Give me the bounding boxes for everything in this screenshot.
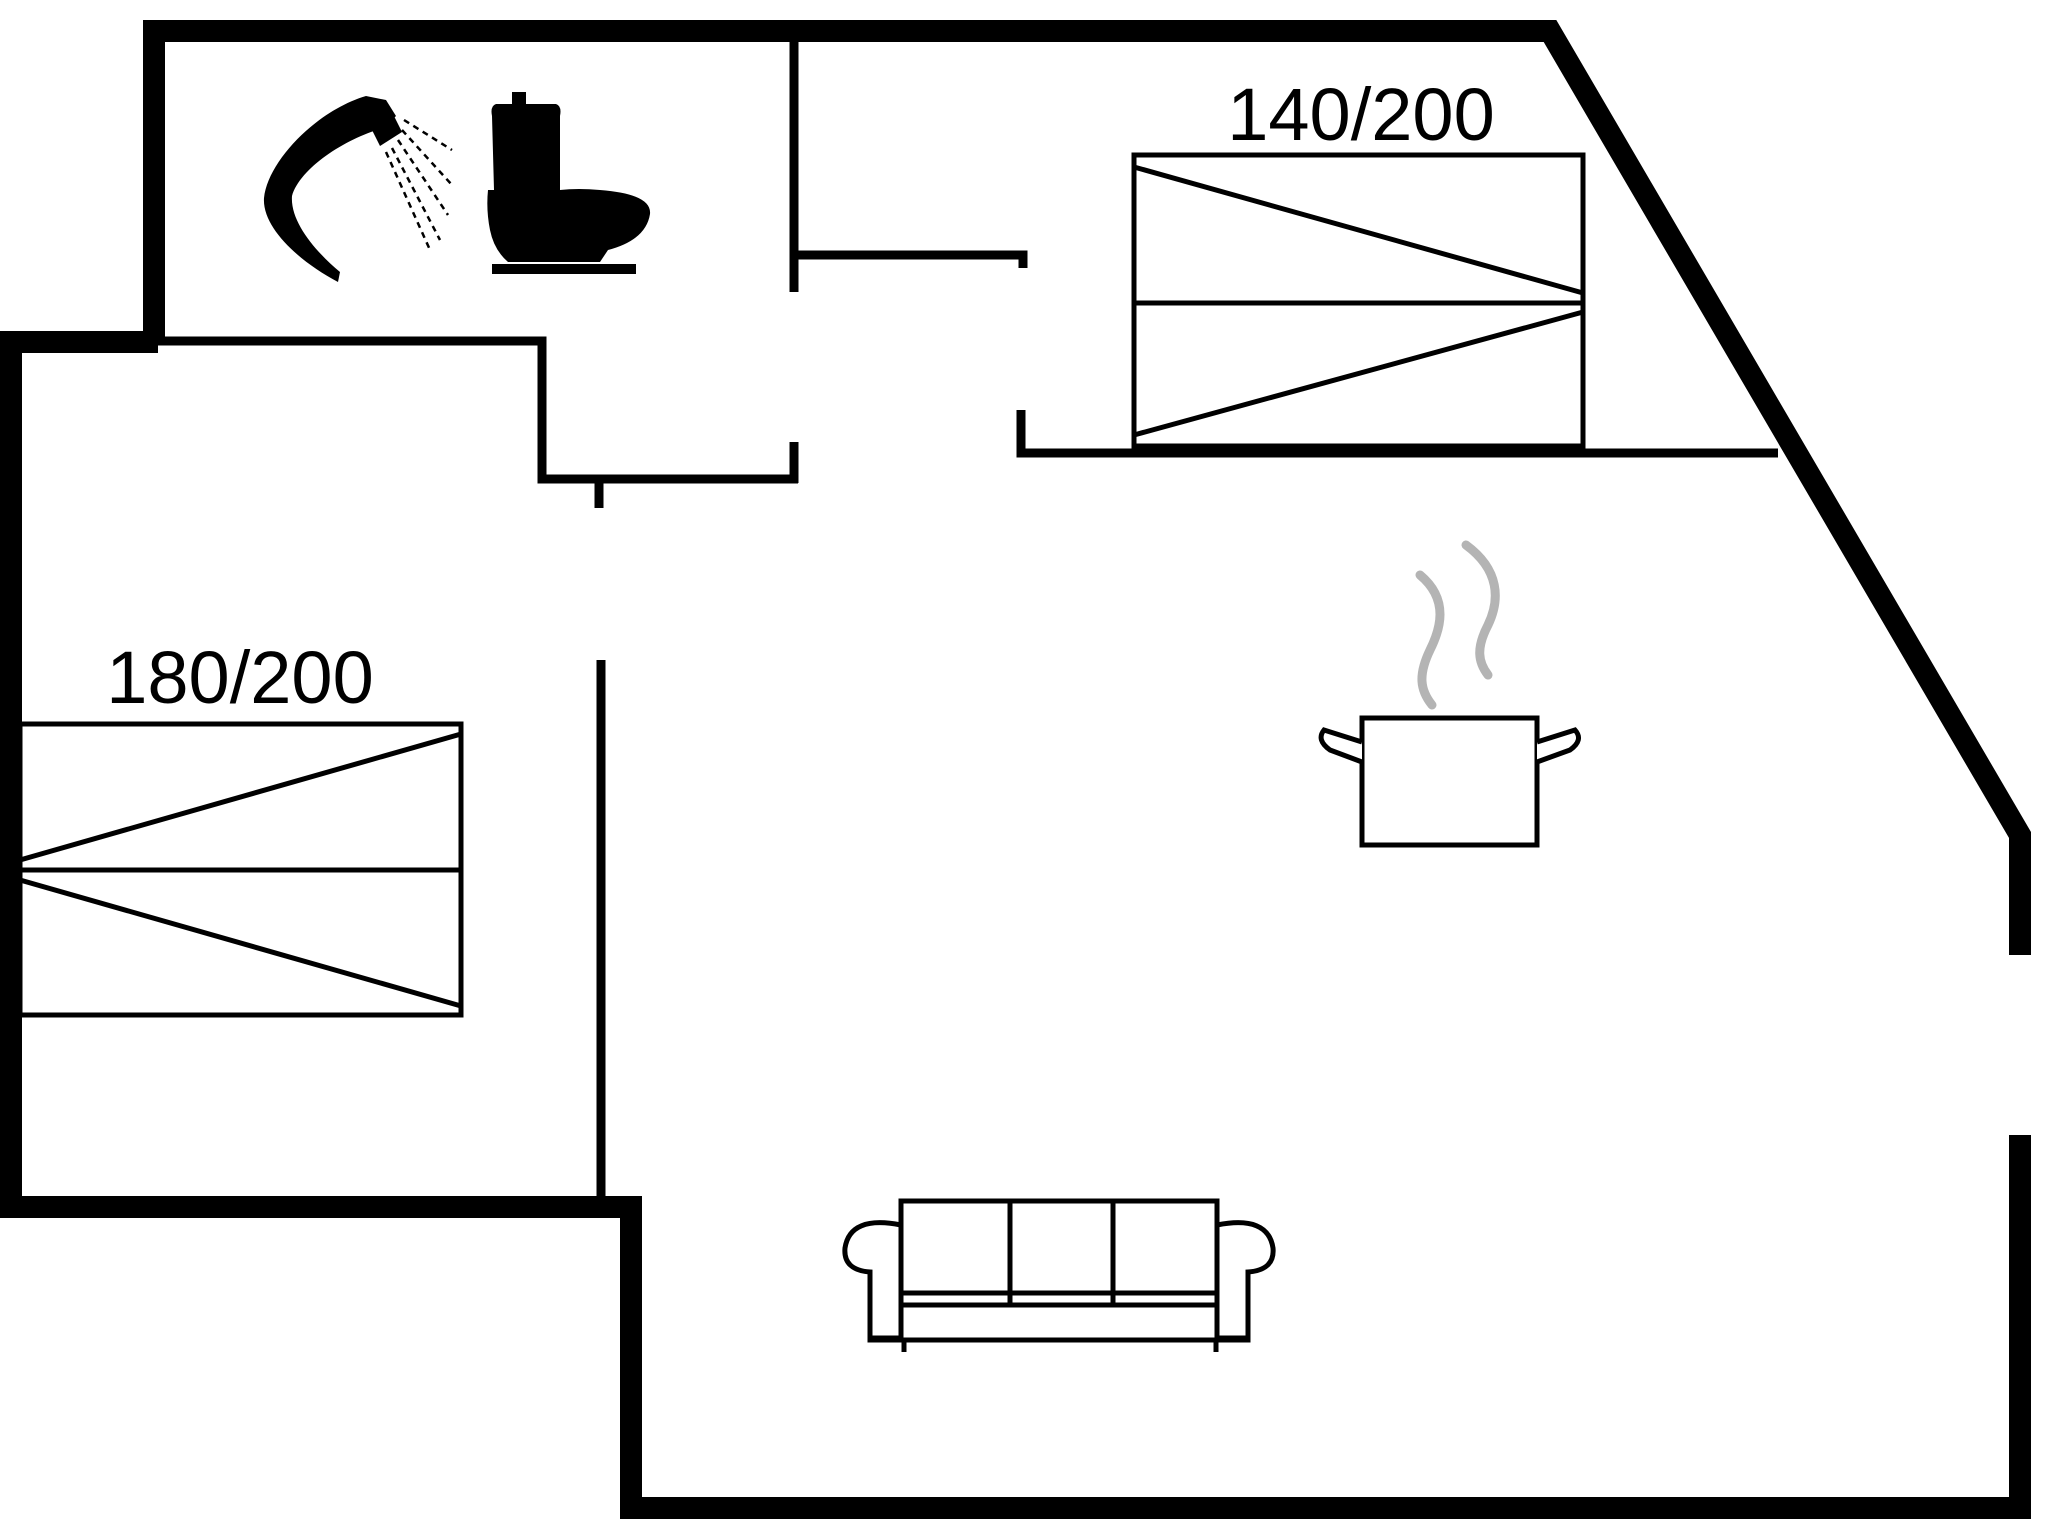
toilet-lid-knob [512,92,526,104]
toilet-bowl [487,189,651,262]
bed-top-size-label: 140/200 [1227,73,1495,156]
outer-walls [0,20,2031,1519]
pot-handle-left [1318,727,1363,765]
shower-head-ring [366,104,402,146]
bathroom-wall-bottom [158,336,798,484]
shower-handle [263,96,396,282]
shower-water-spray [384,118,453,251]
bed-left: 180/200 [17,636,464,1018]
bed-top: 140/200 [1131,73,1586,449]
bed-top-pillow-line-2 [1133,309,1584,438]
steam [1415,540,1500,710]
pot-body [1359,715,1540,848]
sofa-backrest [898,1198,1220,1296]
bed-left-pillow-line-2 [19,877,462,1009]
pot-handle-right [1536,727,1582,765]
outer-wall-left-and-bottom [0,331,2031,1519]
sofa-icon [842,1198,1276,1352]
bed-left-pillow-line-1 [19,731,462,863]
interior-walls [158,40,1778,1205]
bed-left-size-label: 180/200 [106,636,374,719]
toilet-icon [487,92,651,274]
top-bedroom-wall-bottom [1016,410,1778,458]
steam-right [1461,540,1500,680]
top-bedroom-wall-left [794,250,1028,268]
outer-wall-top-and-diagonal [143,20,2031,955]
toilet-base [492,264,636,274]
cooking-pot-icon [1318,540,1582,848]
sofa-arm-right [1214,1220,1276,1341]
steam-left [1415,570,1445,710]
shower-icon [263,96,453,282]
sofa-arm-left [842,1220,904,1341]
toilet-tank [491,104,561,190]
bed-top-pillow-line-1 [1133,164,1584,296]
